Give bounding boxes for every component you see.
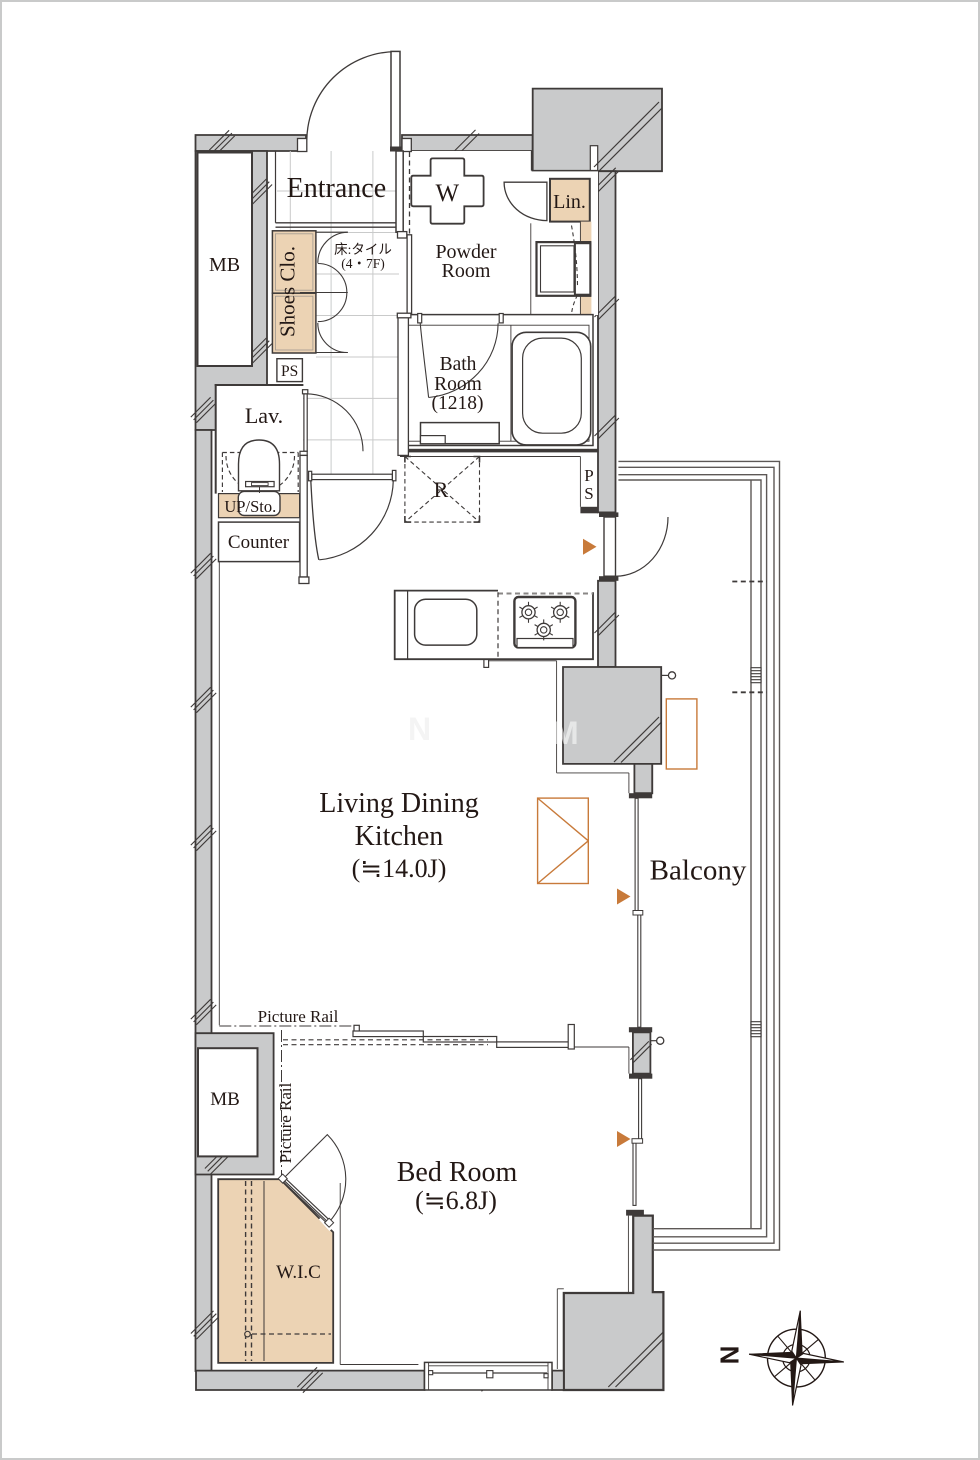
svg-text:(≒6.8J): (≒6.8J) [415,1186,497,1215]
svg-text:Bed Room: Bed Room [397,1157,518,1188]
svg-text:Picture Rail: Picture Rail [276,1082,295,1163]
svg-text:(1218): (1218) [432,393,484,414]
svg-text:Powder: Powder [435,241,496,263]
svg-text:R: R [434,477,449,502]
svg-text:Bath: Bath [440,354,477,375]
svg-text:Entrance: Entrance [287,173,387,204]
svg-text:MB: MB [209,254,240,276]
svg-text:S: S [584,484,593,503]
svg-text:W: W [435,180,459,207]
svg-text:Kitchen: Kitchen [355,821,444,852]
svg-text:Shoes Clo.: Shoes Clo. [276,246,300,337]
svg-text:Picture Rail: Picture Rail [258,1007,339,1026]
svg-text:PS: PS [281,363,298,380]
svg-text:N: N [715,1346,745,1365]
svg-text:Counter: Counter [228,532,290,553]
svg-text:Lav.: Lav. [245,403,283,428]
svg-text:Lin.: Lin. [553,191,586,213]
svg-text:N: N [408,711,431,747]
svg-text:Balcony: Balcony [650,855,747,887]
svg-text:(≒14.0J): (≒14.0J) [352,854,447,883]
svg-text:MB: MB [210,1089,240,1110]
svg-text:P: P [584,466,593,485]
svg-text:床:タイル: 床:タイル [334,242,392,257]
svg-text:Living Dining: Living Dining [319,788,478,819]
svg-text:W.I.C: W.I.C [276,1262,321,1283]
svg-text:Room: Room [442,260,491,282]
svg-text:M: M [552,715,579,751]
svg-text:UP/Sto.: UP/Sto. [224,497,276,516]
svg-text:Room: Room [434,374,482,395]
svg-text:(4・7F): (4・7F) [341,256,385,271]
